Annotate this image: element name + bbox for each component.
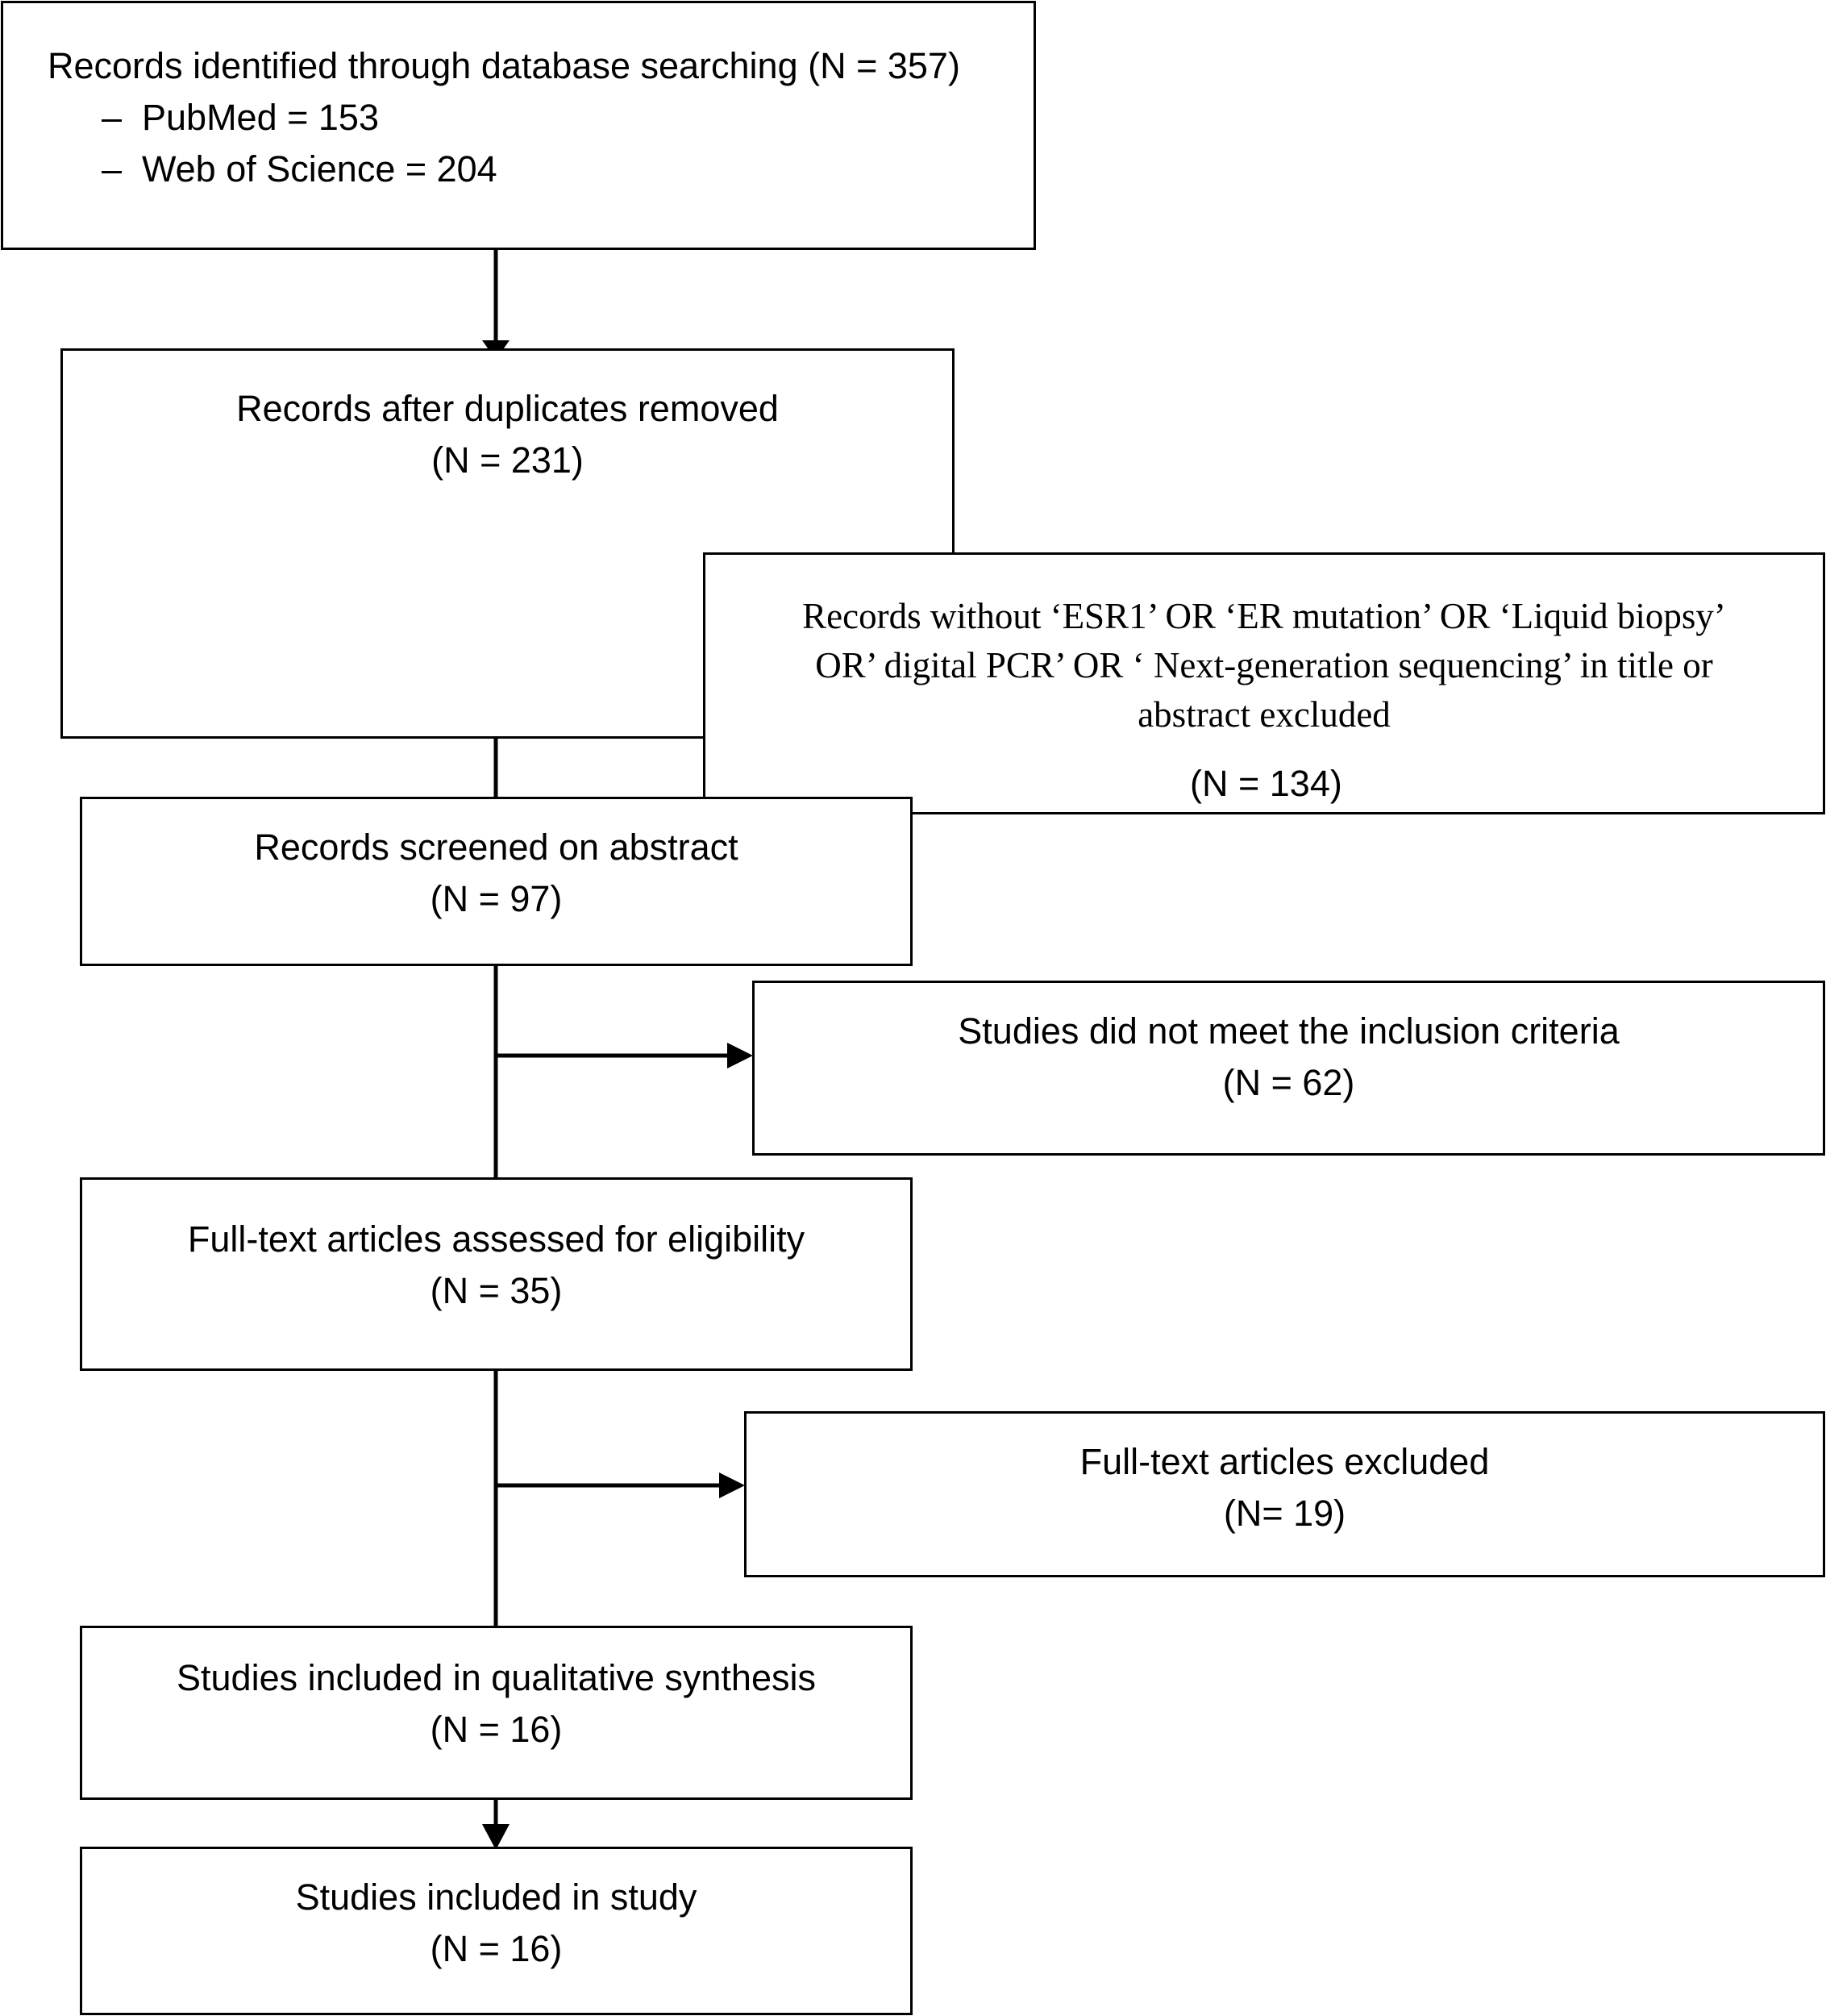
box-included-study: Studies included in study (N = 16) (80, 1847, 913, 2015)
arrowhead-included (482, 1824, 510, 1850)
box-after-duplicates-text: Records after duplicates removed (N = 23… (60, 348, 955, 539)
not-meet-count: (N = 62) (1222, 1062, 1355, 1103)
box-fulltext-assessed: Full-text articles assessed for eligibil… (80, 1177, 913, 1371)
included-title: Studies included in study (295, 1876, 697, 1918)
box-fulltext-excluded: Full-text articles excluded (N= 19) (744, 1411, 1825, 1577)
ft-excluded-count: (N= 19) (1223, 1493, 1346, 1534)
source-web-of-science: –Web of Science = 204 (3, 144, 1034, 195)
source-wos-label: Web of Science = 204 (142, 148, 497, 190)
fulltext-title: Full-text articles assessed for eligibil… (187, 1218, 805, 1260)
dash-icon: – (102, 97, 123, 138)
arrowhead-not-meet (727, 1043, 753, 1068)
screened-title: Records screened on abstract (254, 827, 738, 868)
records-identified-title: Records identified through database sear… (48, 45, 960, 86)
excluded-title-line-1: Records without ‘ESR1’ OR ‘ER mutation’ … (802, 596, 1726, 636)
dedup-count: (N = 231) (431, 439, 584, 481)
fulltext-count: (N = 35) (430, 1270, 563, 1311)
source-pubmed: –PubMed = 153 (3, 92, 1034, 144)
dash-icon: – (102, 148, 123, 190)
box-qualitative-synthesis: Studies included in qualitative synthesi… (80, 1626, 913, 1800)
ft-excluded-title: Full-text articles excluded (1079, 1441, 1490, 1482)
qualitative-title: Studies included in qualitative synthesi… (177, 1657, 816, 1698)
dedup-title: Records after duplicates removed (236, 388, 779, 429)
arrowhead-ft-excluded (719, 1472, 745, 1498)
not-meet-title: Studies did not meet the inclusion crite… (958, 1010, 1620, 1052)
qualitative-count: (N = 16) (430, 1709, 563, 1750)
screened-count: (N = 97) (430, 878, 563, 919)
excluded-title-line-2: OR’ digital PCR’ OR ‘ Next-generation se… (815, 645, 1713, 685)
box-records-excluded-title: Records without ‘ESR1’ OR ‘ER mutation’ … (703, 552, 1825, 814)
excluded-title-count: (N = 134) (1190, 763, 1342, 804)
included-count: (N = 16) (430, 1928, 563, 1969)
box-not-meet-criteria: Studies did not meet the inclusion crite… (752, 981, 1825, 1156)
box-records-identified: Records identified through database sear… (1, 1, 1036, 250)
source-pubmed-label: PubMed = 153 (142, 97, 379, 138)
excluded-title-line-3: abstract excluded (1138, 694, 1391, 735)
box-screened: Records screened on abstract (N = 97) (80, 797, 913, 966)
